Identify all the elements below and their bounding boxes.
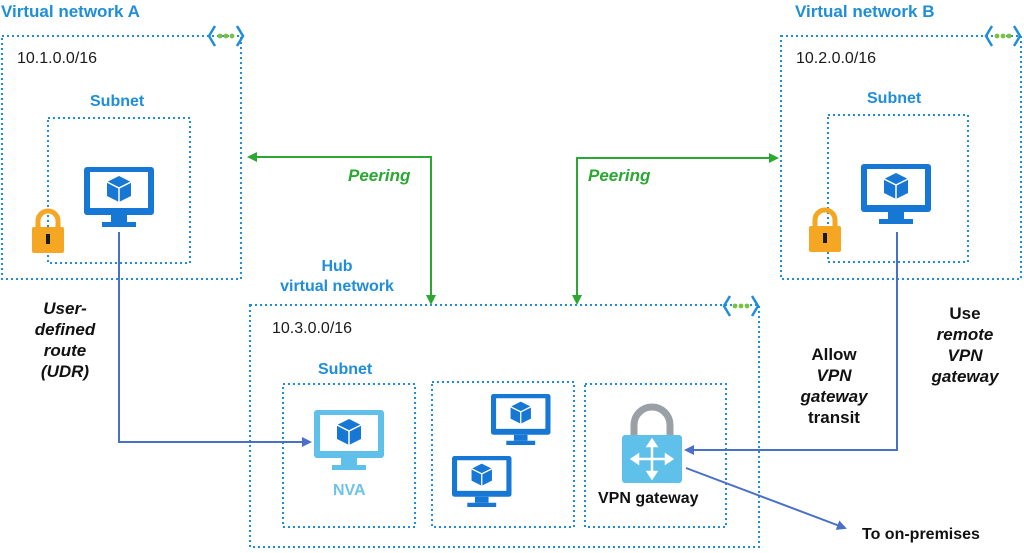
allow-transit-note: Allow VPN gateway transit	[790, 344, 878, 428]
vnet-connector-icon	[984, 25, 1022, 47]
use-remote-line1: Use	[949, 304, 981, 323]
use-remote-line4: gateway	[931, 367, 999, 386]
virtual-machine-icon	[84, 167, 154, 227]
udr-line4: (UDR)	[40, 362, 90, 381]
peering-left-label: Peering	[348, 166, 411, 185]
on-premises-label: To on-premises	[862, 526, 980, 543]
hub-subnet-nva-box	[282, 383, 416, 528]
vnet-connector-icon	[207, 25, 245, 47]
hub-title: Hub virtual network	[274, 257, 400, 297]
vnet-a-cidr: 10.1.0.0/16	[17, 50, 98, 67]
vnet-a-subnet-label: Subnet	[90, 93, 145, 110]
vnet-a-title: Virtual network A	[1, 2, 140, 21]
virtual-machine-icon	[861, 164, 931, 224]
vnet-b-cidr: 10.2.0.0/16	[796, 50, 877, 67]
udr-line2: defined	[34, 320, 96, 339]
hub-title-line1: Hub	[321, 258, 353, 275]
lock-icon	[809, 207, 841, 252]
vnet-b-title: Virtual network B	[795, 2, 935, 21]
hub-title-line2: virtual network	[280, 278, 394, 295]
use-remote-line2: remote	[936, 325, 994, 344]
vnet-connector-icon	[722, 295, 760, 317]
vpn-gateway-icon	[622, 403, 682, 483]
allow-transit-line2: VPN	[816, 366, 852, 385]
nva-icon	[314, 410, 384, 470]
udr-note: User- defined route (UDR)	[30, 298, 100, 382]
udr-line3: route	[43, 341, 87, 360]
hub-subnet-label: Subnet	[318, 361, 373, 378]
vnet-a-box	[1, 35, 242, 280]
vnet-b-box	[780, 35, 1022, 280]
hub-vnet-box	[249, 304, 760, 548]
allow-transit-line1: Allow	[811, 345, 857, 364]
peering-right-label: Peering	[588, 166, 651, 185]
hub-subnet-gateway-box	[584, 383, 727, 528]
lock-icon	[32, 208, 64, 253]
allow-transit-line4: transit	[808, 408, 860, 427]
hub-subnet-vms-box	[431, 381, 575, 528]
virtual-machine-icon	[491, 394, 551, 445]
vnet-b-subnet-label: Subnet	[867, 90, 922, 107]
udr-route-line	[118, 232, 312, 447]
vnet-a-subnet-box	[47, 117, 191, 264]
use-remote-line3: VPN	[947, 346, 983, 365]
on-premises-line	[685, 467, 847, 530]
nva-label: NVA	[333, 482, 366, 499]
udr-line1: User-	[43, 299, 87, 318]
allow-transit-line3: gateway	[800, 387, 868, 406]
vpn-gateway-label: VPN gateway	[598, 490, 699, 507]
remote-gateway-line	[684, 232, 898, 455]
use-remote-note: Use remote VPN gateway	[918, 303, 1012, 387]
hub-cidr: 10.3.0.0/16	[272, 320, 353, 337]
virtual-machine-icon	[452, 456, 512, 507]
